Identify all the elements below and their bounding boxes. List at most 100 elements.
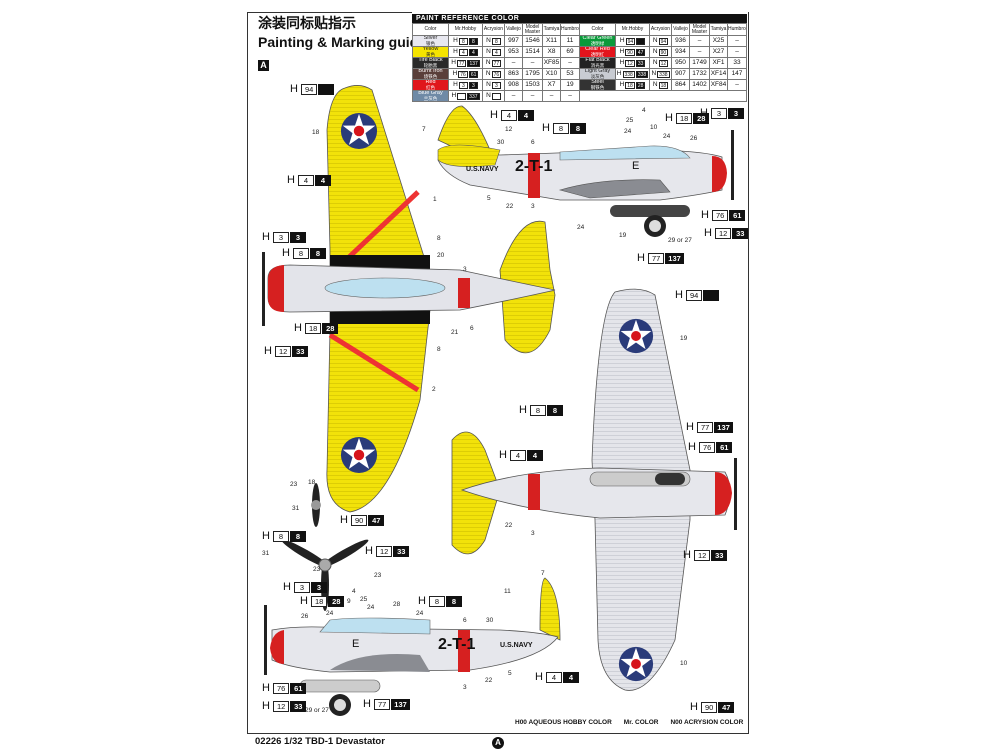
hobby-number: 12	[272, 700, 290, 712]
part-number-label: 26	[301, 613, 309, 620]
color-name-cn: 轮胎黑	[423, 62, 438, 68]
color-name: Clear Red	[585, 46, 610, 52]
mr-color-number: 28	[635, 81, 646, 89]
column-header: Tamiya	[542, 23, 561, 36]
vallejo-code: 953	[504, 46, 523, 58]
vallejo-code: 950	[671, 57, 690, 69]
top-view-aircraft	[262, 85, 556, 513]
hobby-number: 90	[700, 701, 718, 713]
part-number-label: 24	[663, 133, 671, 140]
navy-marking: U.S.NAVY	[466, 166, 499, 173]
part-number-label: 31	[262, 550, 270, 557]
paint-brand-letter: H	[363, 698, 371, 710]
legend-mr-color: Mr. COLOR	[623, 719, 659, 726]
vallejo-code: 908	[504, 79, 523, 91]
part-number-label: 8	[437, 235, 441, 242]
column-header: Vallejo	[671, 23, 690, 36]
aircraft-code-marking-left: 2-T-1	[438, 636, 476, 653]
hobby-number: 3	[272, 231, 289, 243]
tamiya-code: X25	[709, 35, 728, 47]
color-name-cn: 透明红	[590, 51, 605, 57]
hobby-number	[457, 92, 467, 100]
paint-brand-letter: H	[262, 530, 270, 542]
hobby-number: 4	[458, 48, 468, 56]
part-number-label: 3	[531, 203, 535, 210]
color-name: Flat Black	[585, 57, 610, 63]
paint-brand-letter: H	[340, 514, 348, 526]
part-number-label: 22	[506, 203, 514, 210]
humbrol-code: –	[727, 35, 747, 47]
hobby-number: 18	[310, 595, 328, 607]
part-number-label: 22	[485, 677, 493, 684]
hobby-number: 8	[458, 37, 468, 45]
part-number-label: 31	[292, 505, 300, 512]
mm-code: 1503	[522, 79, 543, 91]
part-number-label: 23	[290, 481, 298, 488]
hobby-number: 12	[693, 549, 711, 561]
part-number-label: 25	[626, 117, 634, 124]
mr-color-number: 4	[526, 449, 543, 461]
column-header: Humbrol	[727, 23, 747, 36]
bottom-view-aircraft	[451, 288, 737, 691]
hobby-number: 76	[458, 70, 468, 78]
color-name-cn: 消光黑	[590, 62, 605, 68]
hobby-number: 77	[373, 698, 391, 710]
mm-code: –	[522, 57, 543, 69]
mr-color-number: 8	[289, 530, 306, 542]
color-name-cn: 透明绿	[590, 40, 605, 46]
vallejo-code: 864	[671, 79, 690, 91]
color-name-cn: 兰灰色	[423, 95, 438, 101]
mr-color-number: 47	[368, 514, 385, 526]
mr-color-number: 33	[292, 345, 309, 357]
mr-color-number: 47	[635, 48, 646, 56]
column-header: Mr.Hobby	[448, 23, 483, 36]
color-name: Yellow	[422, 46, 439, 52]
mr-color-number: 8	[445, 595, 462, 607]
column-header: Mr.Hobby	[615, 23, 650, 36]
humbrol-code: 33	[727, 57, 747, 69]
paint-table-title: PAINT REFERENCE COLOR	[412, 14, 747, 23]
mr-color-number: 33	[732, 227, 749, 239]
aircraft-code-marking: 2-T-1	[515, 158, 553, 175]
humbrol-code: 53	[560, 68, 580, 80]
hobby-number: 4	[500, 109, 517, 121]
mr-color-number: 33	[711, 549, 728, 561]
side-view-aircraft-left	[264, 577, 561, 716]
mr-color-number: 137	[467, 59, 480, 67]
mr-color-number: 8	[309, 247, 326, 259]
mr-color-number: 3	[468, 81, 478, 89]
tamiya-code: –	[542, 90, 561, 102]
mm-code: 1402	[689, 79, 710, 91]
mm-code: –	[689, 35, 710, 47]
part-number-label: 6	[470, 325, 474, 332]
part-number-label: 29 or 27	[305, 707, 329, 714]
paint-brand-letter: H	[300, 595, 308, 607]
paint-brand-letter: H	[294, 322, 302, 334]
hobby-number: 18	[304, 322, 322, 334]
mr-color-number: 4	[468, 48, 478, 56]
color-name-cn: 淡灰色	[590, 73, 605, 79]
column-header: Acrysion	[482, 23, 505, 36]
hobby-number: 94	[685, 289, 703, 301]
hobby-number: 77	[696, 421, 714, 433]
part-number-label: 18	[308, 479, 316, 486]
acrysion-number: 77	[491, 59, 502, 67]
hobby-number: 8	[272, 530, 289, 542]
hobby-number: 77	[456, 59, 467, 67]
letter-marking: E	[632, 160, 640, 172]
